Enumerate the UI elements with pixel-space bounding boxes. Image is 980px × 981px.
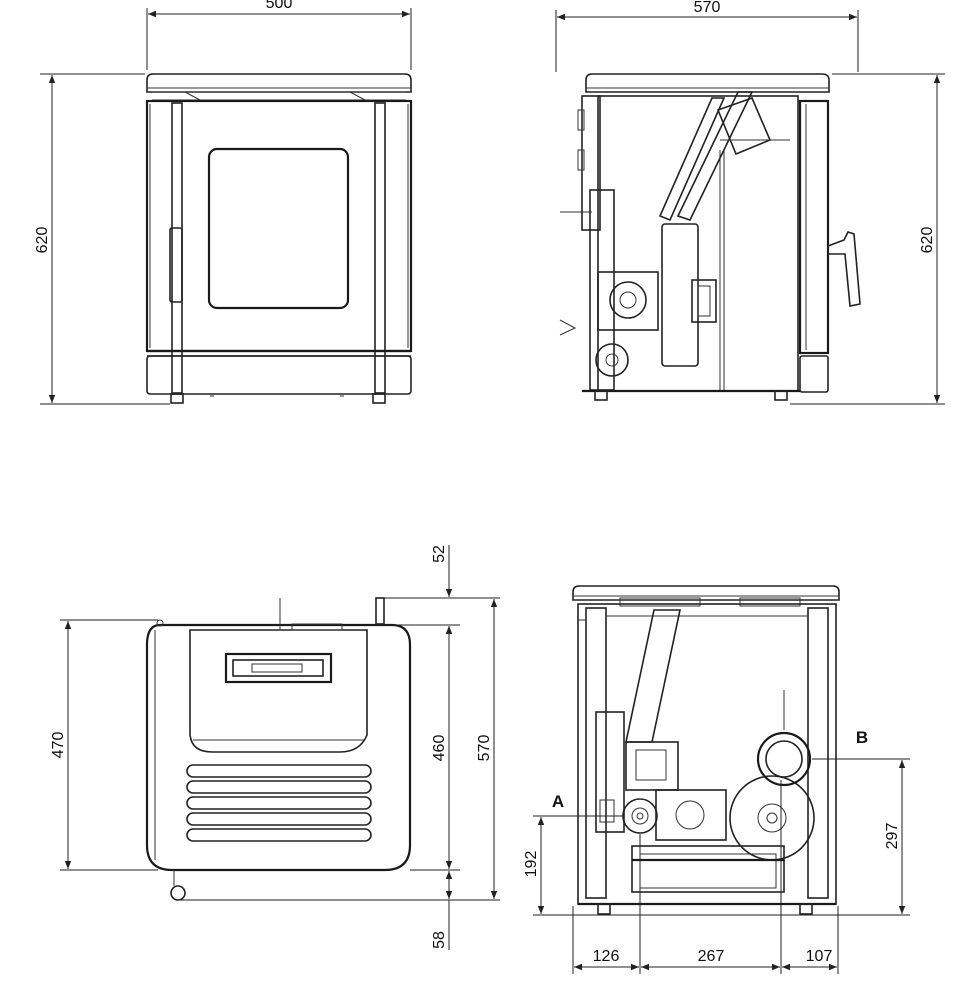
top-overall-dim: 570 — [476, 735, 493, 762]
left-offset-dim: 126 — [593, 948, 620, 965]
height-a-dim: 192 — [523, 851, 540, 878]
height-b-dim: 297 — [884, 823, 901, 850]
connection-b-label: B — [856, 728, 868, 747]
top-bottom-offset-dim: 58 — [431, 931, 448, 949]
front-width-dim: 500 — [266, 0, 293, 12]
top-inner-dim: 460 — [431, 735, 448, 762]
front-height-dim: 620 — [34, 227, 51, 254]
grille-slots — [186, 764, 372, 842]
side-depth-dim: 570 — [694, 0, 721, 16]
rear-view: A B 192 297 126 267 107 — [523, 585, 910, 974]
top-offset-dim: 52 — [431, 545, 448, 563]
right-offset-dim: 107 — [806, 948, 833, 965]
side-view: 570 620 — [555, 0, 945, 405]
center-offset-dim: 267 — [698, 948, 725, 965]
connection-a-label: A — [552, 792, 564, 811]
top-view: 470 52 460 570 58 — [50, 545, 500, 950]
front-view: 500 620 — [34, 0, 413, 405]
side-height-dim: 620 — [919, 227, 936, 254]
top-depth-dim: 470 — [50, 732, 67, 759]
